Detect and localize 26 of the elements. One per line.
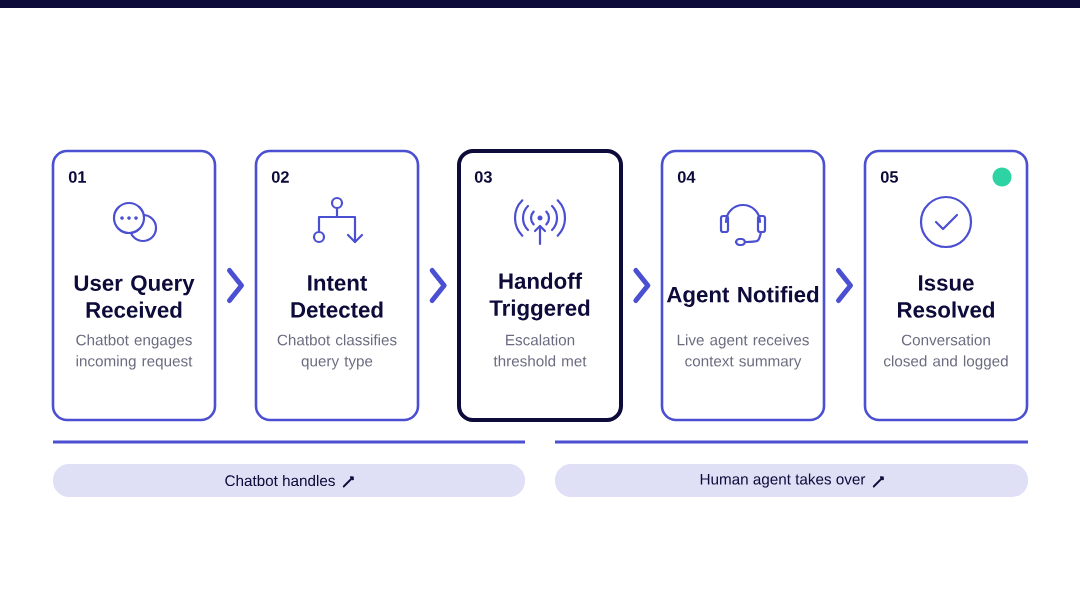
step-title: Issue Resolved [898, 275, 994, 318]
step-description: Escalation threshold met [493, 334, 587, 367]
chevron-arrow [227, 268, 244, 303]
step-number: 03 [474, 171, 492, 183]
chevron-arrow [429, 268, 447, 303]
step-card [51, 149, 217, 422]
step-card [660, 149, 826, 422]
step-description: Chatbot engages incoming request [76, 334, 193, 370]
step-description: Live agent receives context summary [677, 334, 809, 370]
step-number: 02 [271, 171, 289, 183]
step-card [863, 149, 1029, 422]
chevron-arrow [633, 268, 651, 303]
step-title: User Query Received [74, 275, 195, 318]
step-title: Handoff Triggered [489, 272, 590, 321]
step-description: Chatbot classifies query type [277, 334, 397, 370]
step-title: Agent Notified [666, 286, 819, 307]
step-number: 05 [880, 171, 899, 183]
chevron-arrow [836, 268, 853, 303]
step-number: 01 [68, 171, 87, 183]
pill-label: Human agent takes over [555, 464, 1028, 497]
step-description: Conversation closed and logged [884, 334, 1008, 370]
step-number: 04 [677, 171, 696, 183]
step-card [457, 149, 623, 422]
pill-label: Chatbot handles [53, 464, 525, 497]
step-title: Intent Detected [291, 275, 383, 318]
step-card [254, 149, 420, 422]
